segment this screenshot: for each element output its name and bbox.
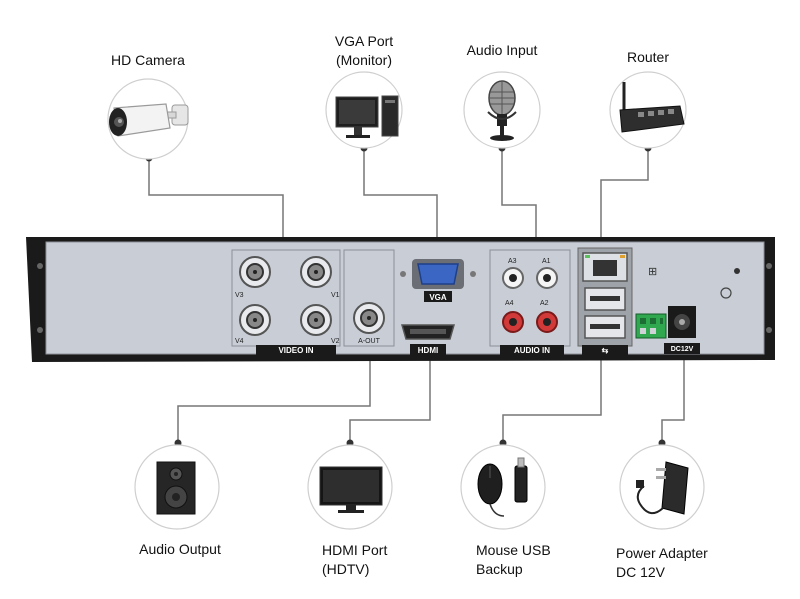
label-v2: V2 bbox=[331, 338, 340, 345]
label-a2: A2 bbox=[540, 300, 549, 307]
label-v1: V1 bbox=[331, 292, 340, 299]
label-vga-port-line2: (Monitor) bbox=[335, 52, 392, 68]
rca-a2 bbox=[536, 311, 558, 333]
line-audio-out bbox=[177, 335, 371, 443]
label-hdmi-port-line2: (HDTV) bbox=[322, 561, 370, 577]
label-mouse-usb-line2: Backup bbox=[476, 561, 523, 577]
label-a3: A3 bbox=[508, 258, 517, 265]
bnc-a-out bbox=[353, 302, 385, 334]
label-hdmi: HDMI bbox=[418, 346, 438, 355]
line-hdmi bbox=[349, 342, 431, 443]
label-power-adapter-line2: DC 12V bbox=[616, 564, 666, 580]
tv-icon bbox=[319, 466, 383, 513]
label-v3: V3 bbox=[235, 292, 244, 299]
microphone-icon bbox=[487, 80, 517, 141]
router-icon bbox=[619, 82, 685, 133]
label-router: Router bbox=[626, 49, 670, 65]
rca-a4 bbox=[502, 311, 524, 333]
line-audio-in bbox=[501, 148, 537, 256]
bnc-v3 bbox=[239, 256, 271, 288]
dvr-rear-panel: V3 V1 V4 V2 VIDEO IN A-OUT VGA HDMI bbox=[26, 237, 775, 362]
monitor-icon bbox=[335, 95, 399, 138]
label-video-in: VIDEO IN bbox=[278, 346, 313, 355]
line-router bbox=[600, 148, 649, 248]
label-a1: A1 bbox=[542, 258, 551, 265]
terminal-block bbox=[635, 313, 667, 339]
bnc-v2 bbox=[300, 304, 332, 336]
label-audio-in: AUDIO IN bbox=[514, 346, 550, 355]
speaker-icon bbox=[156, 461, 196, 515]
label-hd-camera: HD Camera bbox=[111, 52, 185, 68]
rca-a3 bbox=[502, 267, 524, 289]
power-adapter-icon bbox=[636, 461, 689, 515]
rca-a1 bbox=[536, 267, 558, 289]
label-mouse-usb-line1: Mouse USB bbox=[476, 542, 551, 558]
label-hdmi-port: HDMI Port (HDTV) bbox=[322, 541, 432, 579]
mouse-usb-icon bbox=[477, 457, 528, 517]
label-a4: A4 bbox=[505, 300, 514, 307]
line-usb bbox=[502, 350, 602, 443]
label-audio-output: Audio Output bbox=[139, 541, 221, 557]
label-vga-port-line1: VGA Port bbox=[334, 33, 394, 49]
label-hdmi-port-line1: HDMI Port bbox=[322, 542, 388, 558]
connector-lines bbox=[148, 148, 685, 443]
label-vga-port: VGA Port (Monitor) bbox=[314, 32, 414, 70]
label-vga: VGA bbox=[429, 293, 447, 302]
line-vga bbox=[363, 148, 438, 250]
label-power-adapter-line1: Power Adapter bbox=[616, 545, 708, 561]
bnc-v1 bbox=[300, 256, 332, 288]
usb-symbol: ⇆ bbox=[602, 346, 609, 355]
label-v4: V4 bbox=[235, 338, 244, 345]
line-power bbox=[661, 353, 685, 443]
label-a-out: A-OUT bbox=[358, 338, 381, 345]
bnc-v4 bbox=[239, 304, 271, 336]
camera-icon bbox=[109, 103, 189, 137]
label-power-adapter: Power Adapter DC 12V bbox=[616, 544, 746, 582]
label-audio-input: Audio Input bbox=[466, 42, 538, 58]
line-camera bbox=[148, 158, 284, 250]
network-symbol-icon: ⊞ bbox=[648, 266, 657, 278]
circle-power bbox=[619, 444, 705, 530]
label-dc12v: DC12V bbox=[671, 346, 694, 353]
label-mouse-usb: Mouse USB Backup bbox=[476, 541, 586, 579]
